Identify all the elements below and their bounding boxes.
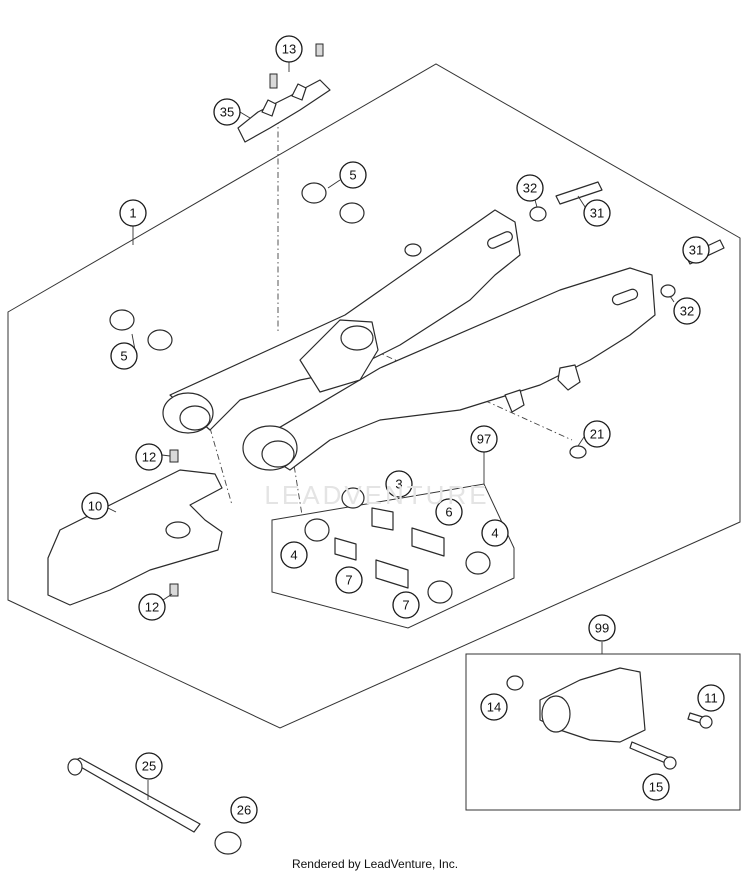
svg-text:4: 4 [491, 526, 498, 541]
svg-text:25: 25 [142, 759, 156, 774]
callout-7-right: 7 [392, 591, 420, 619]
svg-text:6: 6 [445, 505, 452, 520]
main-assembly-frame [7, 63, 741, 729]
callout-99: 99 [588, 614, 616, 642]
chain-guide-parts [506, 667, 713, 770]
svg-text:10: 10 [88, 499, 102, 514]
callout-10: 10 [81, 492, 109, 520]
callout-5-lower: 5 [110, 342, 138, 370]
callout-32-lower: 32 [673, 297, 701, 325]
svg-text:12: 12 [145, 600, 159, 615]
svg-text:1: 1 [129, 206, 136, 221]
svg-text:31: 31 [689, 243, 703, 258]
callout-31-upper: 31 [583, 199, 611, 227]
chain-guide-kit-box [465, 653, 741, 811]
svg-text:32: 32 [680, 304, 694, 319]
swingarm [162, 209, 656, 471]
svg-text:11: 11 [704, 691, 718, 706]
callout-21: 21 [583, 420, 611, 448]
svg-text:97: 97 [477, 432, 491, 447]
svg-text:15: 15 [649, 780, 663, 795]
svg-text:7: 7 [402, 598, 409, 613]
svg-text:31: 31 [590, 206, 604, 221]
callout-7-left: 7 [335, 566, 363, 594]
svg-text:26: 26 [237, 803, 251, 818]
callout-12-lower: 12 [138, 593, 166, 621]
callout-31-lower: 31 [682, 236, 710, 264]
bearing-caps [109, 182, 365, 351]
svg-text:12: 12 [142, 450, 156, 465]
svg-text:3: 3 [395, 477, 402, 492]
svg-text:7: 7 [345, 573, 352, 588]
callout-35: 35 [213, 98, 241, 126]
svg-text:35: 35 [220, 105, 234, 120]
callout-14: 14 [480, 693, 508, 721]
callout-32-upper: 32 [516, 174, 544, 202]
callout-1: 1 [119, 199, 147, 227]
callout-4-left: 4 [280, 541, 308, 569]
callout-3: 3 [385, 470, 413, 498]
svg-text:14: 14 [487, 700, 501, 715]
alignment-lines [209, 118, 573, 516]
callout-97: 97 [470, 425, 498, 453]
callout-12-upper: 12 [135, 443, 163, 471]
callout-11: 11 [697, 684, 725, 712]
svg-text:5: 5 [349, 168, 356, 183]
svg-text:4: 4 [290, 548, 297, 563]
svg-text:13: 13 [282, 42, 296, 57]
bushing-kit-parts [304, 487, 491, 604]
svg-text:21: 21 [590, 427, 604, 442]
callout-25: 25 [135, 752, 163, 780]
callout-13: 13 [275, 35, 303, 63]
callout-6: 6 [435, 498, 463, 526]
pivot-shaft [67, 757, 242, 855]
callout-26: 26 [230, 796, 258, 824]
chain-slider [47, 449, 223, 606]
chain-guard-bracket [237, 43, 331, 143]
footer-credit: Rendered by LeadVenture, Inc. [291, 857, 459, 871]
svg-text:99: 99 [595, 621, 609, 636]
watermark: LEADVENTURE [264, 480, 490, 510]
svg-text:5: 5 [120, 349, 127, 364]
callout-5-upper: 5 [339, 161, 367, 189]
callout-4-right: 4 [481, 519, 509, 547]
callout-15: 15 [642, 773, 670, 801]
svg-text:32: 32 [523, 181, 537, 196]
